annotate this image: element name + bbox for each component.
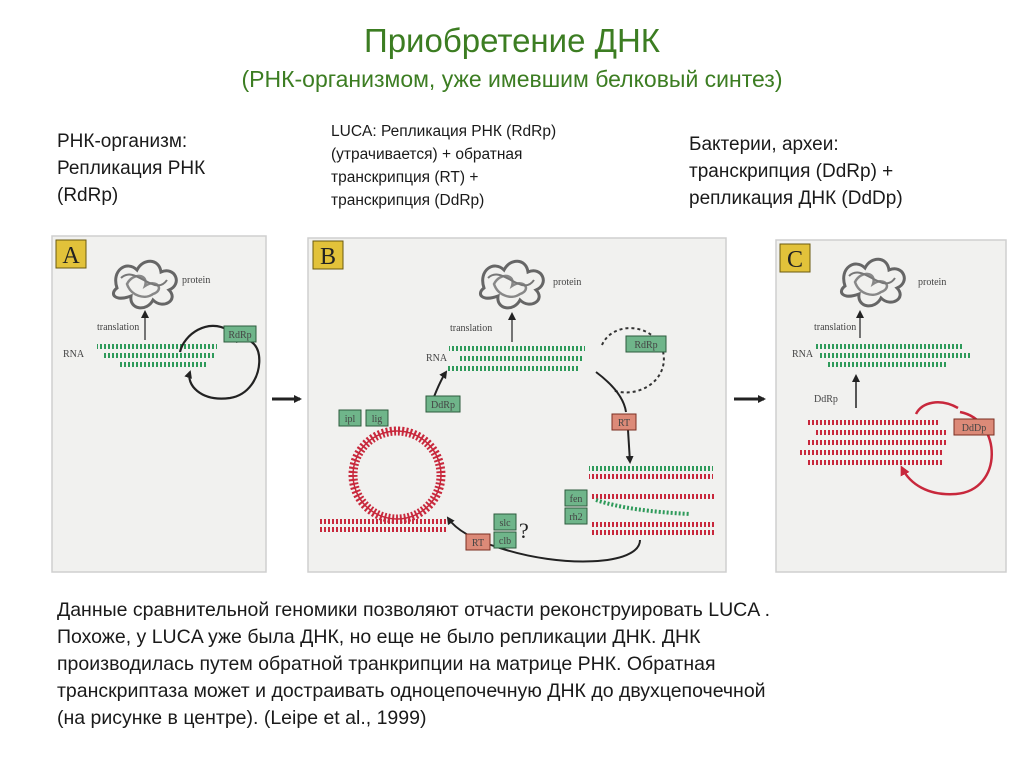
dna-strand — [589, 474, 713, 479]
rdrp-box: RdRp — [625, 335, 667, 353]
panel-b: B protein translation RNA RdRp DdRp — [307, 237, 727, 573]
panel-a-rdrp-label: RdRp — [228, 330, 251, 341]
panel-b-rh2-label: rh2 — [569, 512, 582, 523]
panel-a-rna-label: RNA — [63, 349, 85, 360]
dna-strand — [320, 519, 448, 524]
fen-box: fen — [564, 489, 588, 507]
panel-b-ipl-label: ipl — [345, 414, 356, 425]
protein-icon — [479, 259, 545, 310]
dddp-box: DdDp — [953, 418, 995, 436]
rna-strand — [828, 362, 948, 367]
caption-line: транскриптаза может и достраивать одноце… — [57, 680, 766, 702]
slc-box: slc — [493, 513, 517, 531]
return-arrow — [446, 516, 641, 563]
panel-b-translation-label: translation — [450, 323, 492, 334]
panel-b-rt-upper-label: RT — [618, 418, 630, 429]
panel-b-question-mark: ? — [519, 518, 529, 543]
column-c-description: Бактерии, археи: транскрипция (DdRp) + р… — [689, 131, 1009, 212]
dna-strand — [808, 420, 938, 425]
page-title: Приобретение ДНК — [363, 22, 661, 59]
dna-strand — [320, 527, 448, 532]
panel-c-translation-label: translation — [814, 322, 856, 333]
rna-strand — [814, 344, 964, 349]
rdrp-box: RdRp — [223, 325, 257, 343]
panel-b-rdrp-label: RdRp — [634, 340, 657, 351]
panel-b-slc-label: slc — [499, 518, 511, 529]
caption-line: Похоже, у LUCA уже была ДНК, но еще не б… — [57, 626, 701, 648]
ddrp-box: DdRp — [425, 395, 461, 413]
dna-strand — [592, 494, 714, 499]
dna-strand — [816, 430, 948, 435]
panel-a-letter-badge: A — [55, 239, 87, 269]
panel-b-letter: B — [320, 244, 336, 270]
page-subtitle: (РНК-организмом, уже имевшим белковый си… — [241, 66, 783, 92]
dna-strand — [592, 530, 714, 535]
clb-box: clb — [493, 531, 517, 549]
column-a-line: (RdRp) — [57, 185, 119, 206]
column-a-line: Репликация РНК — [57, 158, 206, 179]
rna-strand — [118, 362, 206, 367]
rna-strand — [820, 353, 970, 358]
panel-c-ddrp-label: DdRp — [814, 394, 838, 405]
cycle-arrow — [184, 338, 261, 400]
rna-strand — [448, 366, 578, 371]
dna-strand — [592, 522, 714, 527]
panel-b-letter-badge: B — [312, 240, 344, 270]
panel-b-clb-label: clb — [499, 536, 511, 547]
column-c-line: транскрипция (DdRp) + — [689, 161, 894, 182]
protein-icon — [840, 257, 906, 308]
column-b-line: LUCA: Репликация РНК (RdRp) — [331, 123, 557, 140]
caption-line: Данные сравнительной геномики позволяют … — [57, 599, 771, 621]
panel-c-letter-badge: C — [779, 243, 811, 273]
panel-b-lig-label: lig — [372, 414, 383, 425]
panel-b-rt-lower-label: RT — [472, 538, 484, 549]
column-b-line: транскрипция (RT) + — [331, 169, 479, 186]
panel-b-ddrp-label: DdRp — [431, 400, 455, 411]
dna-strand — [806, 440, 946, 445]
column-a-line: РНК-организм: — [57, 131, 188, 152]
rna-strand — [458, 356, 582, 361]
rna-strand — [449, 346, 585, 351]
panel-b-protein-label: protein — [553, 277, 581, 288]
panel-a: A protein translation RNA RdRp — [51, 235, 267, 573]
rt-box: RT — [465, 533, 491, 551]
column-b-description: LUCA: Репликация РНК (RdRp) (утрачиваетс… — [331, 120, 661, 212]
column-c-line: Бактерии, археи: — [689, 134, 839, 155]
panel-b-fen-label: fen — [570, 494, 583, 505]
column-b-line: (утрачивается) + обратная — [331, 146, 523, 163]
caption: Данные сравнительной геномики позволяют … — [57, 597, 997, 732]
panel-a-letter: A — [62, 243, 80, 269]
panel-b-rna-label: RNA — [426, 353, 448, 364]
caption-line: (на рисунке в центре). (Leipe et al., 19… — [57, 707, 427, 729]
panel-c-rna-label: RNA — [792, 349, 814, 360]
panel-c-letter: C — [787, 247, 803, 273]
column-b-line: транскрипция (DdRp) — [331, 192, 485, 209]
panel-c: C protein translation RNA DdRp DdDp — [775, 239, 1007, 573]
rna-strand — [104, 353, 216, 358]
column-a-description: РНК-организм: Репликация РНК (RdRp) — [57, 128, 287, 209]
panel-c-protein-label: protein — [918, 277, 946, 288]
panel-a-protein-label: protein — [182, 275, 210, 286]
rna-strand — [97, 344, 217, 349]
lig-box: lig — [365, 409, 389, 427]
column-c-line: репликация ДНК (DdDp) — [689, 188, 903, 209]
caption-line: производилась путем обратной транкрипции… — [57, 653, 716, 675]
dna-strand — [800, 450, 942, 455]
rna-strand — [589, 466, 713, 471]
protein-icon — [112, 259, 178, 310]
panel-c-dddp-label: DdDp — [962, 423, 986, 434]
ipl-box: ipl — [338, 409, 362, 427]
dna-strand — [808, 460, 944, 465]
rt-box: RT — [611, 413, 637, 431]
panel-a-translation-label: translation — [97, 322, 139, 333]
rh2-box: rh2 — [564, 507, 588, 525]
